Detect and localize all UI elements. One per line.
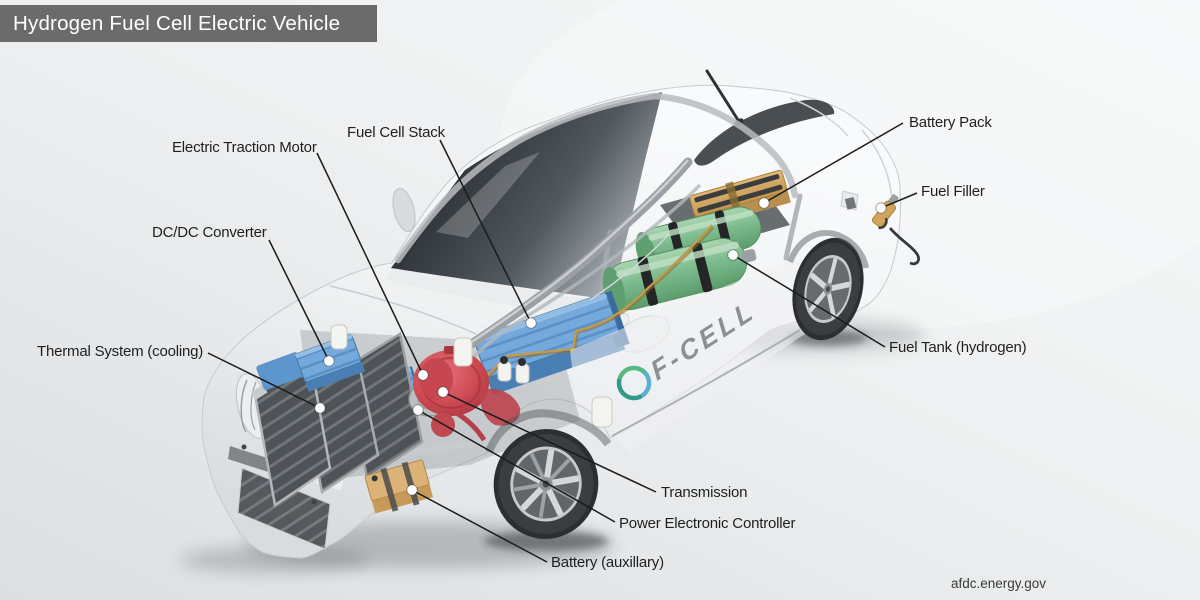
label-battery-auxiliary: Battery (auxillary) xyxy=(551,554,664,571)
anchor-dot xyxy=(437,386,449,398)
anchor-dots xyxy=(314,197,887,496)
front-wheel-arch xyxy=(485,409,612,454)
door-seam xyxy=(589,234,669,301)
label-power-electronic-controller: Power Electronic Controller xyxy=(619,515,796,532)
electric-motor-graphic xyxy=(413,346,521,442)
leader-battery-auxiliary xyxy=(411,489,548,563)
swirl-logo-icon xyxy=(616,365,652,401)
label-fuel-tank: Fuel Tank (hydrogen) xyxy=(889,339,1027,356)
coolant-reservoirs xyxy=(330,324,613,428)
leader-lines xyxy=(207,122,918,563)
roof-frame-tubes xyxy=(394,92,799,264)
anchor-dot xyxy=(406,484,418,496)
rear-bumper-seam xyxy=(861,129,893,201)
anchor-dot xyxy=(758,197,770,209)
leader-electric-traction-motor xyxy=(316,152,424,376)
trunk-seam xyxy=(789,97,849,137)
label-battery-pack: Battery Pack xyxy=(909,114,992,131)
rear-window xyxy=(694,99,835,166)
hydrogen-tanks-graphic xyxy=(602,206,762,312)
auxiliary-battery-graphic xyxy=(364,459,434,514)
hood-cut-line xyxy=(329,285,477,335)
label-fuel-filler: Fuel Filler xyxy=(921,183,985,200)
windshield-reflection xyxy=(436,152,540,238)
label-thermal-system: Thermal System (cooling) xyxy=(37,343,204,360)
power-cable-gold xyxy=(467,224,715,396)
leader-transmission xyxy=(442,391,657,493)
label-fuel-cell-stack: Fuel Cell Stack xyxy=(347,124,445,141)
anchor-dot xyxy=(875,202,887,214)
anchor-dot xyxy=(412,404,424,416)
leader-fuel-cell-stack xyxy=(439,139,532,324)
front-bay-components xyxy=(250,324,613,514)
anchor-dot xyxy=(323,355,335,367)
label-transmission: Transmission xyxy=(661,484,748,501)
cowl-panel xyxy=(385,268,610,318)
leader-dc-dc-converter xyxy=(268,239,330,362)
door-panel-overlay xyxy=(570,258,855,452)
rocker-line xyxy=(611,329,801,437)
anchor-dot xyxy=(314,402,326,414)
anchor-dot xyxy=(417,369,429,381)
label-dc-dc-converter: DC/DC Converter xyxy=(152,224,267,241)
side-mirror xyxy=(392,188,416,232)
leader-thermal-system xyxy=(207,352,321,409)
fuel-hose xyxy=(888,227,920,266)
leader-battery-pack xyxy=(763,122,904,204)
leader-fuel-filler xyxy=(880,192,918,209)
source-attribution: afdc.energy.gov xyxy=(951,576,1047,591)
leader-fuel-tank xyxy=(732,254,886,348)
label-electric-traction-motor: Electric Traction Motor xyxy=(172,139,317,156)
leader-power-electronic-controller xyxy=(417,409,616,523)
page-title: Hydrogen Fuel Cell Electric Vehicle xyxy=(0,5,377,42)
anchor-dot xyxy=(525,317,537,329)
rear-wheel-arch xyxy=(787,230,869,269)
anchor-dot xyxy=(727,249,739,261)
